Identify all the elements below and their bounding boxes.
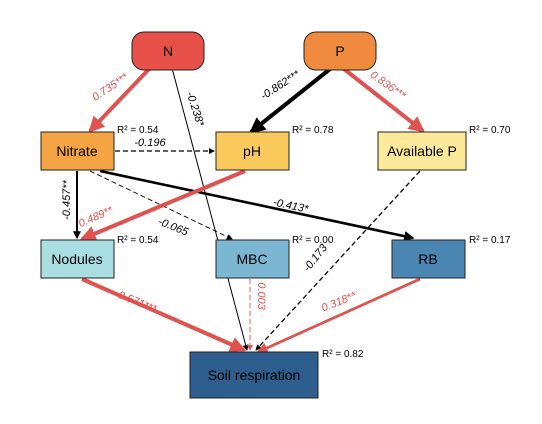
arrow-availablep-to-soilresp — [255, 170, 421, 351]
node-mbc-r2: R² = 0.00 — [292, 235, 334, 246]
coef-label-nitrate-to-mbc: -0.065 — [156, 216, 190, 239]
node-nitrate-label: Nitrate — [56, 143, 97, 159]
node-ph-r2: R² = 0.78 — [292, 125, 334, 136]
node-mbc-label: MBC — [236, 251, 267, 267]
node-ph-label: pH — [243, 143, 261, 159]
arrow-nitrate-to-mbc — [89, 170, 233, 240]
node-n: N — [131, 31, 205, 71]
node-nodules: Nodules R² = 0.54 — [40, 235, 159, 279]
node-n-label: N — [163, 43, 173, 59]
node-nitrate: Nitrate R² = 0.54 — [40, 125, 159, 171]
arrow-rb-to-soilresp — [256, 277, 421, 354]
node-mbc: MBC R² = 0.00 — [215, 235, 334, 279]
node-nodules-label: Nodules — [51, 251, 102, 267]
node-soil-respiration-label: Soil respiration — [208, 367, 301, 383]
arrow-nitrate-to-rb — [99, 169, 415, 242]
node-available-p-r2: R² = 0.70 — [469, 125, 511, 136]
node-available-p: Available P R² = 0.70 — [377, 125, 511, 171]
coef-label-nitrate-to-nodules: -0.457** — [61, 179, 73, 219]
node-rb-label: RB — [418, 251, 437, 267]
node-nodules-r2: R² = 0.54 — [117, 235, 159, 246]
arrow-ph-to-nodules — [79, 169, 246, 242]
node-p-label: P — [335, 43, 344, 59]
node-ph: pH R² = 0.78 — [215, 125, 334, 171]
node-soil-respiration-r2: R² = 0.82 — [322, 349, 364, 360]
arrow-nodules-to-soilresp — [81, 277, 247, 352]
coef-label-n-to-nitrate: 0.735*** — [90, 71, 131, 104]
node-nitrate-r2: R² = 0.54 — [117, 125, 159, 136]
node-rb: RB R² = 0.17 — [391, 235, 511, 279]
node-soil-respiration: Soil respiration R² = 0.82 — [189, 349, 364, 399]
coef-label-availablep-to-soilresp: -0.173 — [301, 241, 330, 274]
path-arrows: 0.735***-0.238*-0.862***0.836***-0.196-0… — [61, 66, 425, 354]
arrow-n-to-nitrate — [88, 66, 152, 133]
arrow-p-to-ph — [249, 67, 332, 134]
arrow-n-to-soilresp — [171, 67, 249, 351]
node-available-p-label: Available P — [387, 143, 457, 159]
node-p: P — [303, 31, 377, 71]
coef-label-p-to-availablep: 0.836*** — [368, 69, 409, 102]
coef-label-mbc-to-soilresp: 0.003 — [255, 282, 267, 310]
coef-label-nodules-to-soilresp: 0.571*** — [116, 289, 159, 316]
coef-label-nitrate-to-ph: -0.196 — [134, 137, 166, 149]
node-rb-r2: R² = 0.17 — [469, 235, 511, 246]
arrow-p-to-availablep — [342, 67, 425, 133]
